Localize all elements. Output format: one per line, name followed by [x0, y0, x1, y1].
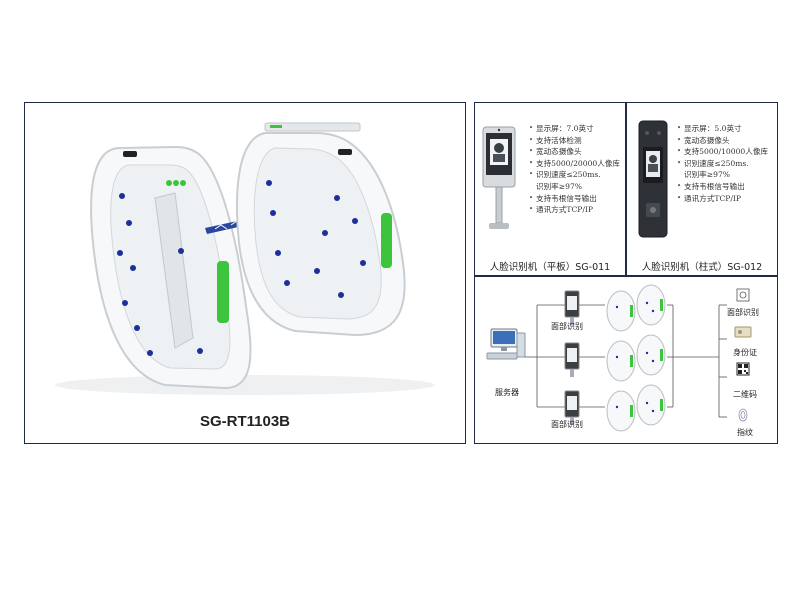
- spec-item: 支持韦根信号输出: [529, 193, 620, 205]
- sg012-caption: 人脸识别机（柱式）SG-012: [641, 262, 763, 273]
- spec-item: 识别速度≤250ms. 识别率≥97%: [677, 158, 768, 181]
- spec-item: 支持5000/10000人像库: [677, 146, 768, 158]
- tablet-terminal-image: [482, 126, 516, 229]
- spec-item: 支持韦根信号输出: [677, 181, 768, 193]
- left-gate-frame: [90, 145, 252, 390]
- turnstile-model: SG-RT1103B: [199, 413, 291, 430]
- spec-item: 显示屏：7.0英寸: [529, 123, 620, 135]
- left-dots: [117, 193, 203, 356]
- gate-thumbnails: [606, 284, 666, 432]
- id-card-icon: [734, 326, 752, 338]
- qr-code-icon: [736, 362, 750, 376]
- server-icon: [486, 328, 526, 360]
- face-scan-icon: [736, 288, 750, 302]
- sg011-spec-list: 显示屏：7.0英寸 支持活体检测 宽动态摄像头 支持5000/20000人像库 …: [529, 123, 620, 216]
- right-dots: [266, 180, 366, 298]
- spec-item: 支持5000/20000人像库: [529, 158, 620, 170]
- spec-item: 宽动态摄像头: [529, 146, 620, 158]
- right-gate-frame: [236, 132, 406, 337]
- sg011-panel: 显示屏：7.0英寸 支持活体检测 宽动态摄像头 支持5000/20000人像库 …: [474, 102, 626, 276]
- method-qrcode-label: 二维码: [733, 390, 757, 399]
- turnstile-panel: SG-RT1103B: [24, 102, 466, 444]
- system-diagram: [486, 284, 752, 432]
- spec-item: 显示屏：5.0英寸: [677, 123, 768, 135]
- spec-item: 通讯方式TCP/IP: [677, 193, 768, 205]
- spec-item: 通讯方式TCP/IP: [529, 204, 620, 216]
- face-device-icons: [564, 290, 580, 425]
- spec-item: 识别速度≤250ms. 识别率≥97%: [529, 169, 620, 192]
- pillar-terminal-image: [638, 120, 668, 238]
- method-idcard-label: 身份证: [733, 348, 757, 357]
- spec-item: 宽动态摄像头: [677, 135, 768, 147]
- turnstile-image: [55, 122, 435, 395]
- fingerprint-icon: [738, 408, 748, 422]
- method-fingerprint-label: 指纹: [737, 428, 753, 437]
- spec-item: 支持活体检测: [529, 135, 620, 147]
- sg011-caption: 人脸识别机（平板）SG-011: [489, 262, 611, 273]
- server-label: 服务器: [495, 388, 519, 397]
- method-face-label: 面部识别: [727, 308, 759, 317]
- face-label-bottom: 面部识别: [551, 420, 583, 429]
- system-diagram-panel: 服务器 面部识别 面部识别 面部识别 身份证 二维码 指纹: [474, 276, 778, 444]
- face-label-top: 面部识别: [551, 322, 583, 331]
- sg012-panel: 显示屏：5.0英寸 宽动态摄像头 支持5000/10000人像库 识别速度≤25…: [626, 102, 778, 276]
- sg012-spec-list: 显示屏：5.0英寸 宽动态摄像头 支持5000/10000人像库 识别速度≤25…: [677, 123, 768, 204]
